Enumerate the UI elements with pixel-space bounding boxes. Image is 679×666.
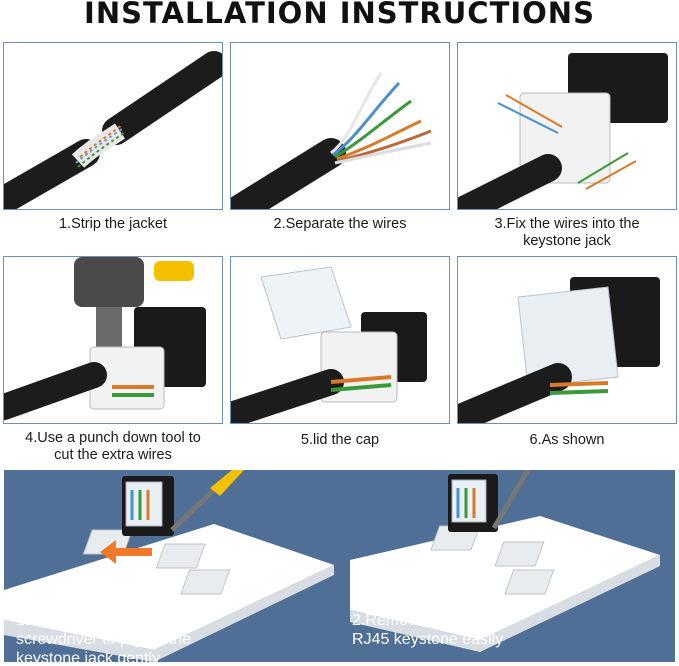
step-4-caption-line-2: cut the extra wires [54, 447, 172, 463]
removal-caption-1: 1.Use a flat-blade screwdriver to pry up… [16, 611, 191, 662]
step-3-caption-line-2: keystone jack [523, 233, 611, 249]
step-3-image [457, 42, 677, 210]
step-4-image [3, 256, 223, 424]
step-2-caption: 2.Separate the wires [273, 216, 407, 232]
step-3-caption-line-1: 3.Fix the wires into the [494, 216, 640, 232]
removal-caption-2: 2.Remove the RJ45 keystone easily [352, 611, 503, 649]
step-5-caption: 5.lid the cap [300, 432, 380, 448]
step-1-caption: 1.Strip the jacket [59, 216, 167, 232]
step-5-image [230, 256, 450, 424]
step-6-caption: 6.As shown [529, 432, 605, 448]
step-2-image [230, 42, 450, 210]
removal-caption-2-line-2: RJ45 keystone easily [352, 631, 504, 648]
step-4-caption-line-1: 4.Use a punch down tool to [25, 430, 201, 446]
removal-panel-2: 2.Remove the RJ45 keystone easily [340, 470, 675, 662]
removal-caption-2-line-1: 2.Remove the [352, 612, 452, 629]
step-3-caption: 3.Fix the wires into the keystone jack [457, 216, 677, 250]
step-4-caption: 4.Use a punch down tool to cut the extra… [3, 430, 223, 464]
removal-caption-1-line-3: keystone jack gently [16, 650, 161, 662]
removal-caption-1-line-1: 1.Use a flat-blade [16, 612, 142, 629]
page-title: INSTALLATION INSTRUCTIONS [84, 0, 595, 30]
removal-panel-1: 1.Use a flat-blade screwdriver to pry up… [4, 470, 340, 662]
step-1-image [3, 42, 223, 210]
step-6-image [457, 256, 677, 424]
removal-caption-1-line-2: screwdriver to pry up the [16, 631, 192, 648]
removal-section: 1.Use a flat-blade screwdriver to pry up… [4, 470, 675, 662]
